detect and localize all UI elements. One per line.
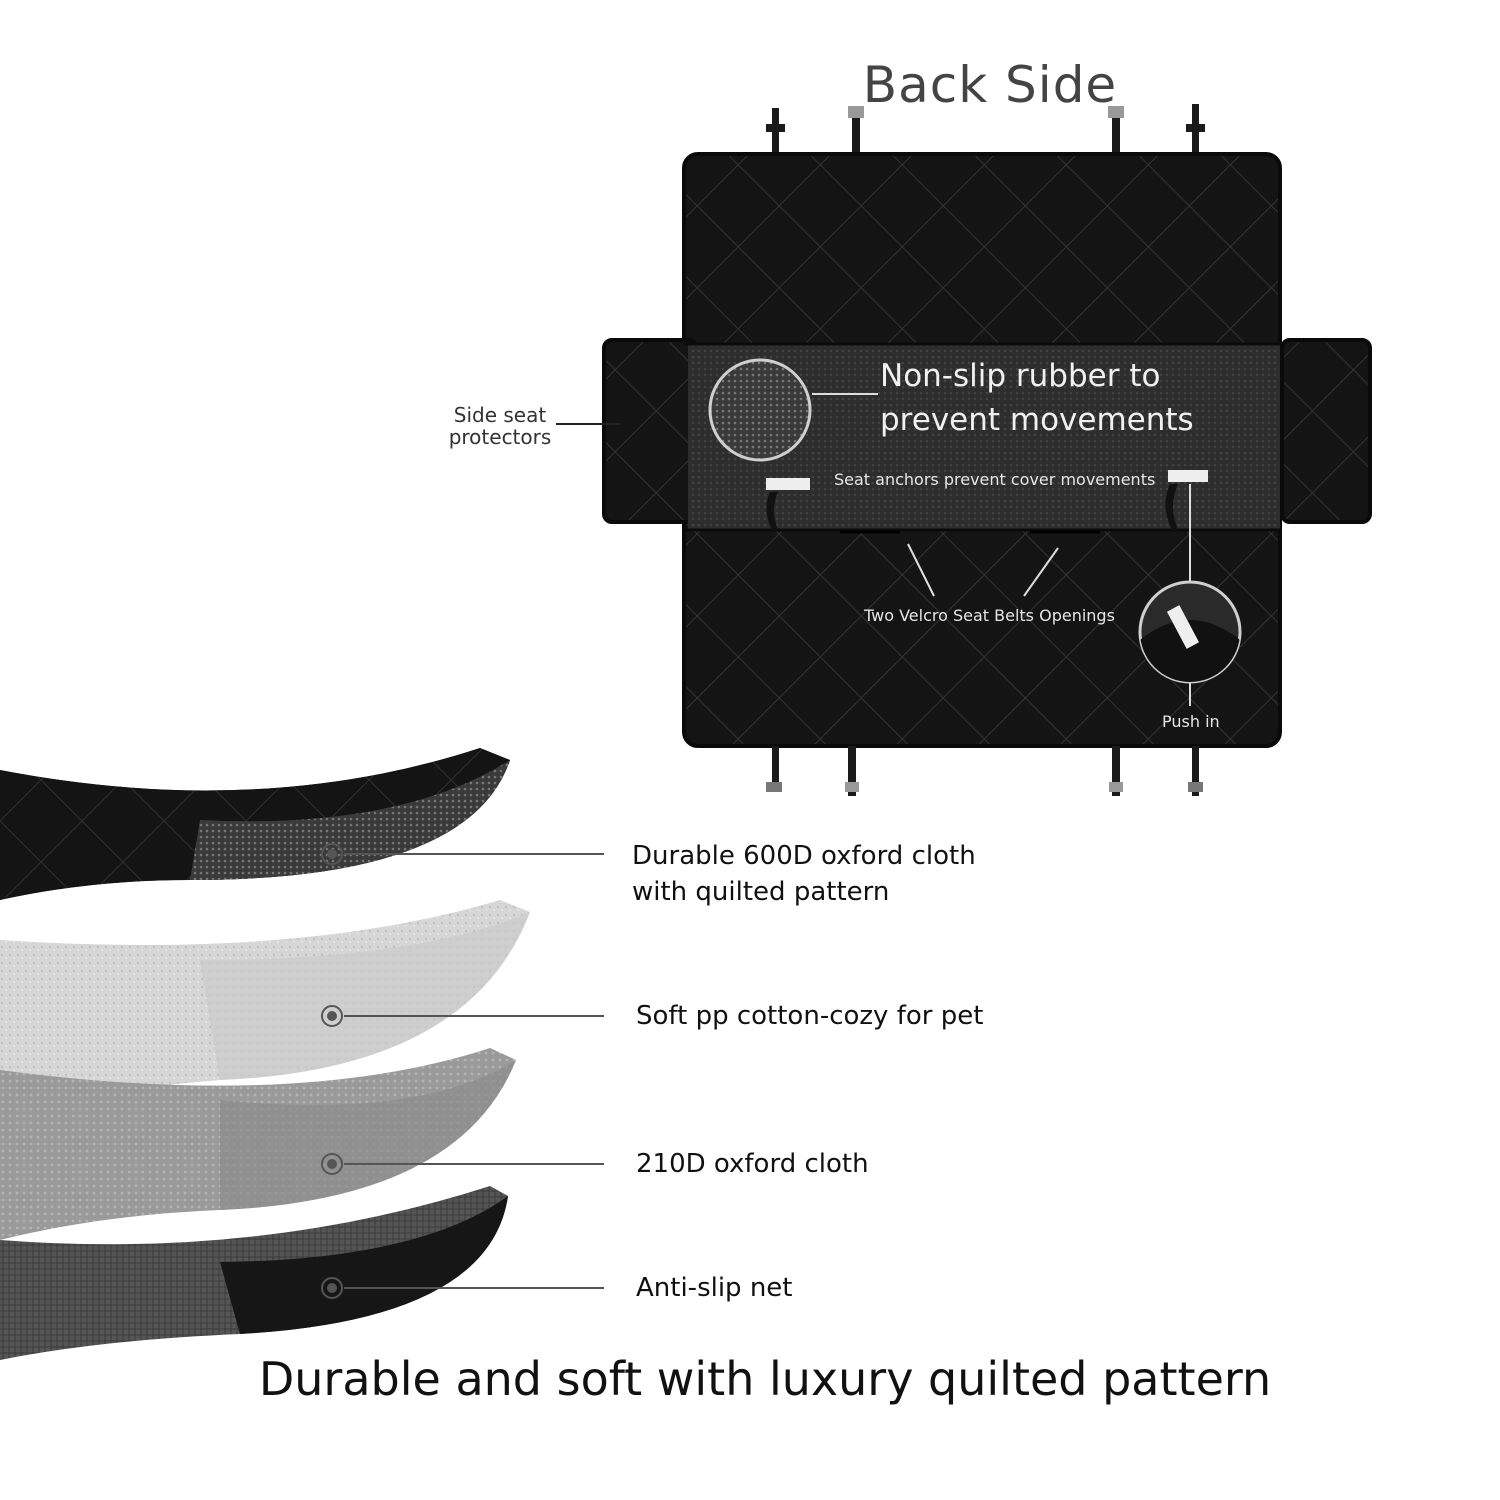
bottom-straps bbox=[766, 746, 1203, 796]
tagline: Durable and soft with luxury quilted pat… bbox=[258, 1352, 1272, 1406]
layer-callouts bbox=[321, 843, 604, 1299]
layer-label-2: Soft pp cotton-cozy for pet bbox=[636, 998, 983, 1034]
layer-pp-cotton bbox=[0, 900, 530, 1110]
velcro-openings bbox=[840, 530, 1100, 597]
top-straps bbox=[766, 104, 1205, 158]
side-seat-label: Side seat protectors bbox=[430, 404, 570, 448]
push-in-zoom-circle bbox=[1138, 580, 1242, 684]
layer-label-4-line1: Anti-slip net bbox=[636, 1273, 793, 1303]
layer-oxford-600d bbox=[0, 748, 510, 900]
layer-label-4: Anti-slip net bbox=[636, 1270, 793, 1306]
layer-label-2-line1: Soft pp cotton-cozy for pet bbox=[636, 1001, 984, 1031]
nonslip-label-line1: Non-slip rubber to bbox=[880, 358, 1161, 394]
layer-label-1: Durable 600D oxford cloth with quilted p… bbox=[632, 838, 976, 910]
back-side-title: Back Side bbox=[862, 56, 1118, 114]
layer-anti-slip-net bbox=[0, 1186, 508, 1360]
layer-label-3: 210D oxford cloth bbox=[636, 1146, 869, 1182]
seat-cover bbox=[602, 152, 1372, 748]
anchors-label: Seat anchors prevent cover movements bbox=[834, 470, 1156, 489]
nonslip-label-line2: prevent movements bbox=[880, 402, 1194, 438]
velcro-label: Two Velcro Seat Belts Openings bbox=[864, 606, 1115, 625]
nonslip-label: Non-slip rubber to prevent movements bbox=[880, 354, 1210, 442]
side-seat-label-line1: Side seat bbox=[453, 403, 547, 427]
layer-oxford-210d bbox=[0, 1048, 516, 1240]
push-in-label: Push in bbox=[1162, 712, 1220, 731]
layer-label-1-line1: Durable 600D oxford cloth bbox=[632, 841, 976, 871]
layer-label-3-line1: 210D oxford cloth bbox=[636, 1149, 869, 1179]
nonslip-sample-circle bbox=[708, 358, 878, 462]
layer-label-1-line2: with quilted pattern bbox=[632, 877, 890, 907]
side-seat-label-line2: protectors bbox=[448, 425, 552, 449]
